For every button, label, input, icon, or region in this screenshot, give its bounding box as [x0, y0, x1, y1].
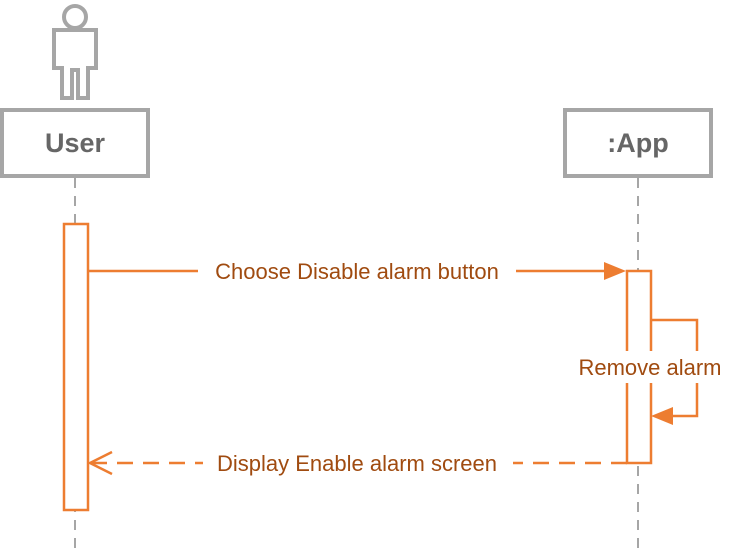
message-remove-alarm: Remove alarm	[568, 318, 732, 425]
message-label-choose-disable-alarm: Choose Disable alarm button	[215, 259, 499, 284]
filled-arrowhead-icon	[604, 262, 626, 280]
message-choose-disable-alarm: Choose Disable alarm button	[88, 256, 626, 286]
message-label-remove-alarm: Remove alarm	[578, 355, 721, 380]
filled-arrowhead-icon	[651, 407, 673, 425]
open-arrowhead-icon	[87, 450, 113, 476]
user-lifeline-head: User	[0, 108, 150, 178]
app-lifeline-title: :App	[607, 128, 668, 158]
user-activation-bar	[62, 222, 90, 512]
app-lifeline-head: :App	[563, 108, 713, 178]
user-actor-icon	[52, 4, 98, 100]
message-label-display-enable-alarm: Display Enable alarm screen	[217, 451, 497, 476]
message-display-enable-alarm: Display Enable alarm screen	[87, 448, 627, 478]
user-lifeline-title: User	[45, 128, 106, 158]
